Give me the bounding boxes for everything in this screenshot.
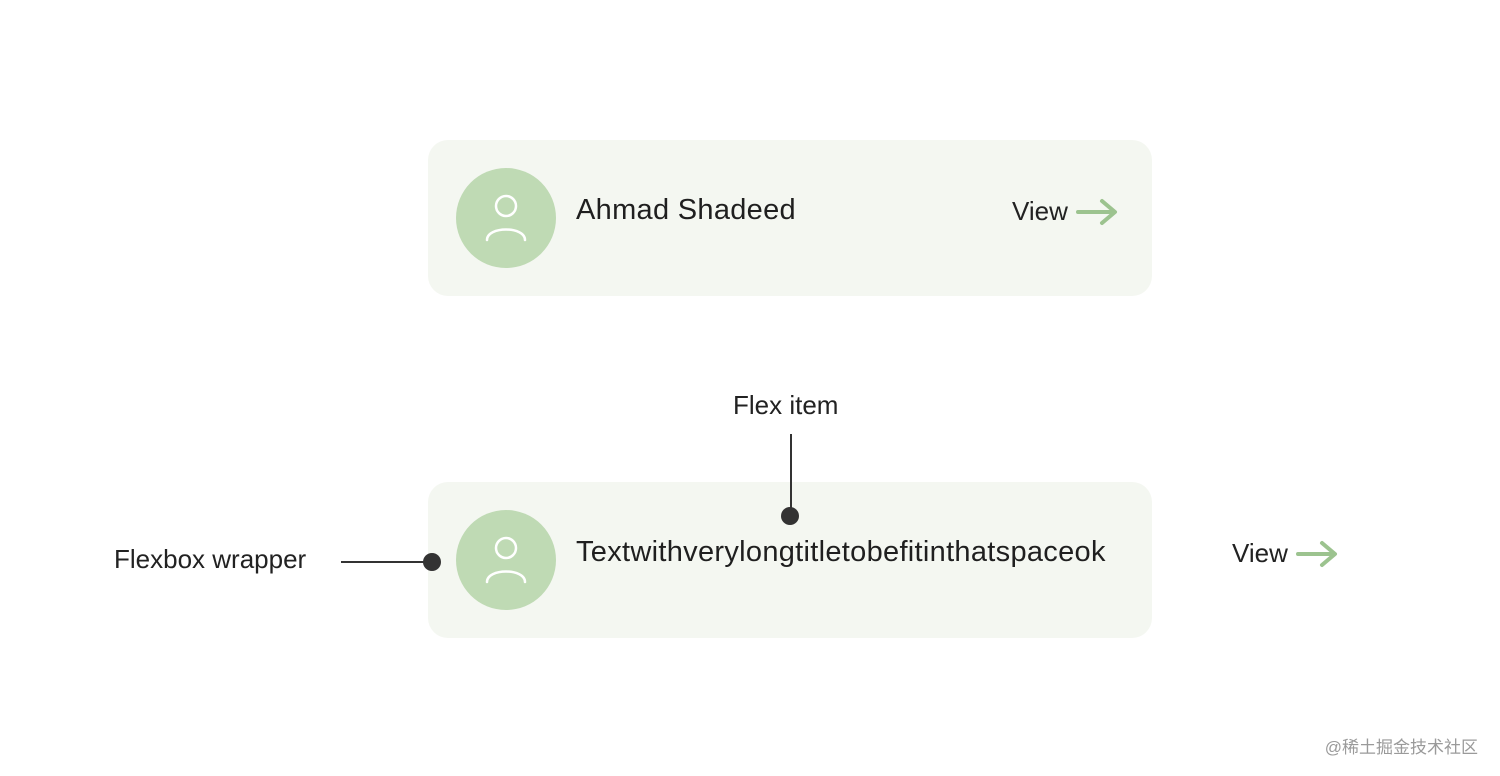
arrow-right-icon	[1075, 198, 1117, 225]
user-icon	[485, 536, 527, 584]
card-title: Ahmad Shadeed	[576, 194, 796, 226]
flexbox-wrapper-pointer-dot	[423, 553, 441, 571]
flex-item-annotation: Flex item	[733, 390, 839, 420]
flex-item-pointer-line	[790, 434, 792, 516]
view-link[interactable]: View	[1012, 196, 1120, 227]
flexbox-wrapper-pointer-line	[341, 561, 433, 563]
user-icon	[485, 194, 527, 242]
view-label: View	[1012, 196, 1068, 226]
flex-card-short-name: Ahmad Shadeed View	[428, 140, 1152, 296]
avatar	[456, 510, 556, 610]
view-link[interactable]: View	[1232, 538, 1340, 569]
avatar	[456, 168, 556, 268]
watermark: @稀土掘金技术社区	[1324, 738, 1478, 757]
view-label: View	[1232, 538, 1288, 568]
arrow-right-icon	[1295, 540, 1337, 567]
card-title: Textwithverylongtitletobefitinthatspaceo…	[576, 536, 1106, 568]
flexbox-wrapper-annotation: Flexbox wrapper	[114, 544, 307, 574]
flex-item-pointer-dot	[781, 507, 799, 525]
